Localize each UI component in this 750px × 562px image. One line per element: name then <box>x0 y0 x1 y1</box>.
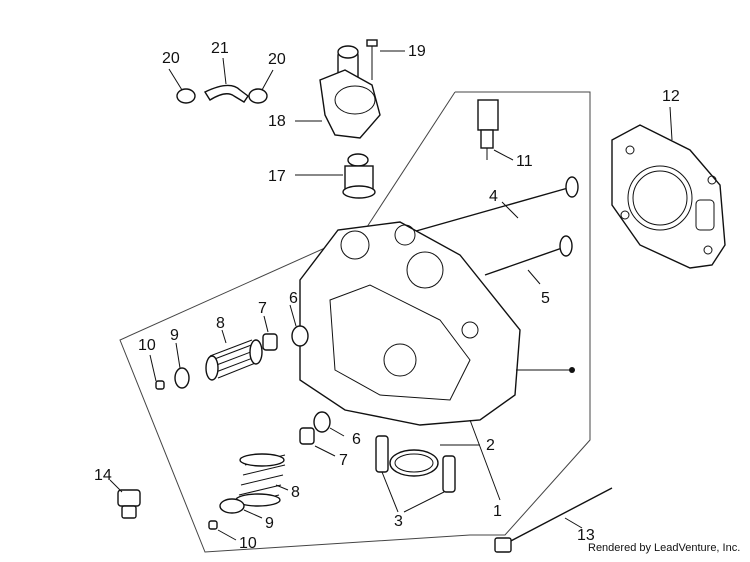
callout-20-right: 20 <box>268 51 286 68</box>
callout-7-lower: 7 <box>339 452 348 469</box>
callout-9-lower: 9 <box>265 515 274 532</box>
callout-5: 5 <box>541 290 550 307</box>
callout-19: 19 <box>408 43 426 60</box>
callout-3: 3 <box>394 513 403 530</box>
callout-7-upper: 7 <box>258 300 267 317</box>
callout-6-lower: 6 <box>352 431 361 448</box>
callout-1: 1 <box>493 503 502 520</box>
thermostat[interactable] <box>342 153 376 199</box>
callout-6-upper: 6 <box>289 290 298 307</box>
hose-clamp-right[interactable] <box>248 88 268 104</box>
callout-9-upper: 9 <box>170 327 179 344</box>
valve-keeper-upper[interactable] <box>155 380 165 390</box>
callout-10-upper: 10 <box>138 337 156 354</box>
plug[interactable] <box>117 489 141 519</box>
cylinder-head[interactable] <box>299 221 521 426</box>
valve-keeper-lower[interactable] <box>208 520 218 530</box>
spring-retainer-upper[interactable] <box>174 367 190 389</box>
callout-21: 21 <box>211 40 229 57</box>
valve-spring-lower[interactable] <box>235 453 286 507</box>
callout-14: 14 <box>94 467 112 484</box>
callout-8-lower: 8 <box>291 484 300 501</box>
callout-11: 11 <box>516 153 533 170</box>
callout-12: 12 <box>662 88 680 105</box>
valve-exhaust[interactable] <box>401 176 579 236</box>
callout-20-left: 20 <box>162 50 180 67</box>
breather-hose[interactable] <box>203 84 249 103</box>
callout-18: 18 <box>268 113 286 130</box>
callout-13: 13 <box>577 527 595 544</box>
dowel-pin-left[interactable] <box>375 435 389 473</box>
valve-spring-upper[interactable] <box>205 339 263 381</box>
spring-retainer-lower[interactable] <box>219 498 245 514</box>
valve-intake[interactable] <box>484 235 573 276</box>
valve-seal-lower[interactable] <box>313 411 331 433</box>
callout-17: 17 <box>268 168 286 185</box>
callout-2: 2 <box>486 437 495 454</box>
head-gasket[interactable] <box>611 124 726 269</box>
callout-4: 4 <box>489 188 498 205</box>
head-bolt[interactable] <box>494 487 613 553</box>
callout-labels: 20 21 20 19 18 17 11 12 4 5 6 7 8 9 10 6… <box>94 40 680 552</box>
valve-cotter-lower[interactable] <box>299 427 315 445</box>
temperature-sensor[interactable] <box>477 99 499 160</box>
valve-cotter-upper[interactable] <box>262 333 278 351</box>
callout-10-lower: 10 <box>239 535 257 552</box>
render-credit: Rendered by LeadVenture, Inc. <box>588 542 741 554</box>
valve-seal-upper[interactable] <box>291 325 309 347</box>
o-ring[interactable] <box>389 449 439 477</box>
thermostat-housing[interactable] <box>319 45 381 139</box>
bolt-19[interactable] <box>366 39 378 80</box>
dowel-pin-right[interactable] <box>442 455 456 493</box>
callout-8-upper: 8 <box>216 315 225 332</box>
hose-clamp-left[interactable] <box>176 88 196 104</box>
leader-lines <box>109 50 673 541</box>
assembly-outline <box>119 91 591 553</box>
